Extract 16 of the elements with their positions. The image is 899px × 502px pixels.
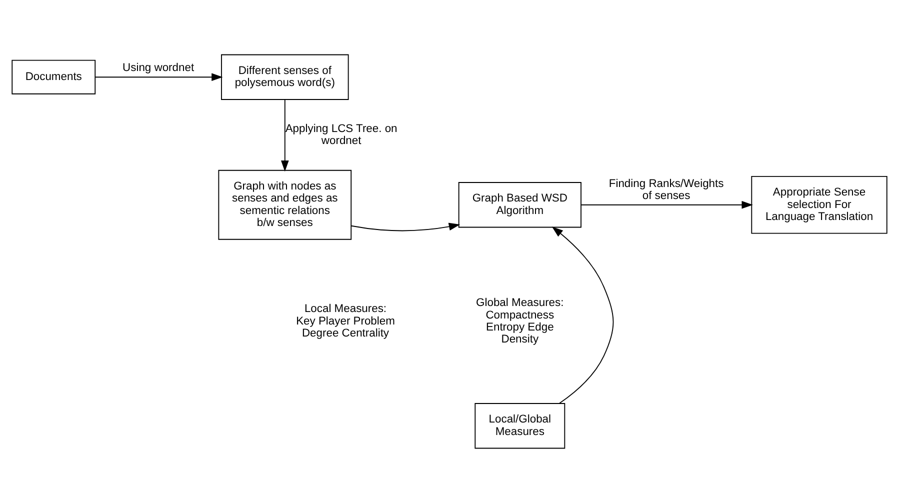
node-box: Graph with nodes as senses and edges as sementic relations b/w senses [218,169,352,240]
edge-label: Applying LCS Tree. on wordnet [285,122,398,146]
arrow [552,226,614,404]
label: Global Measures: Compactness Entropy Edge Density [476,296,564,346]
arrow [94,72,223,81]
arrow [580,200,753,208]
node-box: Graph Based WSD Algorithm [458,182,582,228]
node-box: Different senses of polysemous word(s) [221,54,349,100]
edge-label: Finding Ranks/Weights of senses [608,177,724,202]
node-box: Documents [12,59,96,94]
label: Local Measures: Key Player Problem Degree Centrality [296,302,395,339]
node-box: Local/Global Measures [474,402,566,448]
node-box: Appropriate Sense selection For Language Translation [751,175,888,234]
edge-label: Using wordnet [122,62,194,74]
arrow [351,222,460,231]
arrow [280,98,289,172]
